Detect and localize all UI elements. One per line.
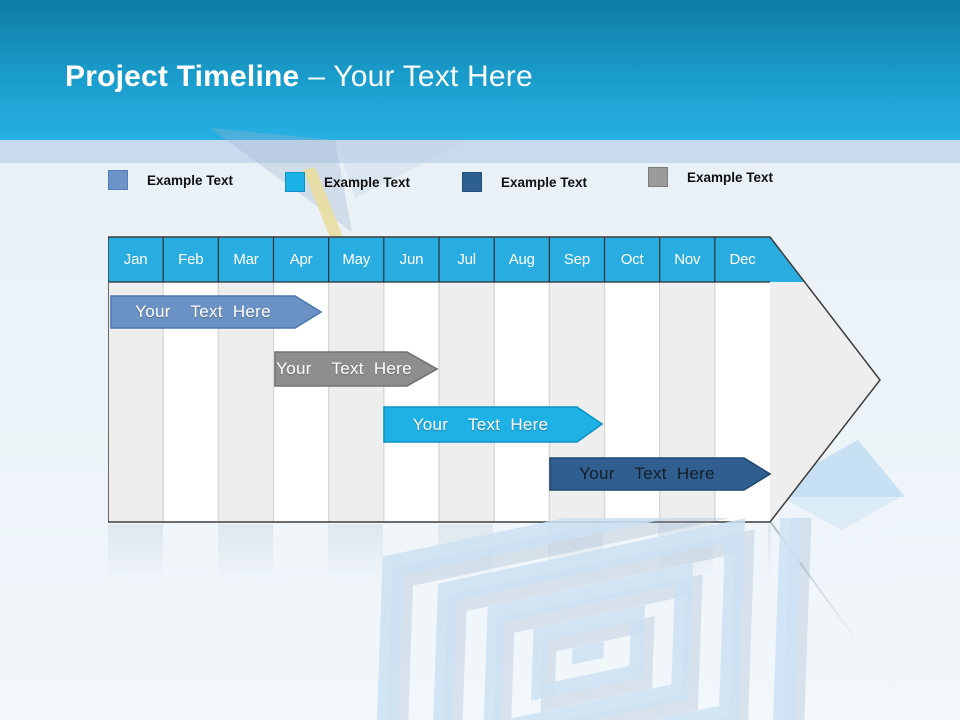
title-banner [0,0,960,140]
page-title-subtitle: – Your Text Here [308,60,533,93]
month-cell: Nov [674,251,701,268]
month-cell: Jul [457,251,476,268]
task-bar-1 [110,295,323,329]
month-cell: Apr [289,251,313,268]
month-cell: May [342,251,371,268]
page-title-main: Project Timeline [65,60,300,93]
legend-swatch-darkblue-icon [462,172,482,192]
timeline-reflection [108,524,771,582]
task-bar-label-2: Your Text Here [276,359,412,378]
legend-swatch-blue-icon [108,170,128,190]
legend-swatch-cyan-icon [285,172,305,192]
banner-underline-strip [0,140,960,163]
legend-item-2: Example Text [285,172,410,192]
timeline-chart [108,236,881,523]
month-cell: Sep [563,251,590,268]
month-cell: Mar [233,251,259,268]
legend-label: Example Text [147,172,234,188]
month-cell: Oct [620,251,644,268]
month-cell: Jun [399,251,424,268]
month-cell: Feb [178,251,204,268]
header-cell-separators [108,237,770,283]
month-cell: Dec [729,251,756,268]
month-header-row: Jan Feb Mar Apr May Jun Jul Aug Sep Oct … [108,237,770,282]
legend-swatch-gray-icon [648,167,668,187]
legend-item-3: Example Text [462,172,587,192]
timeline-outline [108,236,881,523]
task-bar-4 [549,457,772,491]
task-bar-label-3: Your Text Here [412,414,549,434]
month-cell: Aug [508,251,535,268]
task-bar-label-4: Your Text Here [579,464,715,483]
arrow-reflection-line [770,521,860,645]
legend-item-1: Example Text [108,170,233,190]
legend-label: Example Text [324,174,411,190]
month-cell: Jan [123,251,148,268]
task-bar-2 [274,351,439,387]
legend-label: Example Text [687,169,774,185]
task-bar-3 [383,406,604,443]
page-title: Project Timeline– Your Text Here [65,60,905,94]
task-bar-label-1: Your Text Here [135,302,271,321]
timeline-header-band [108,237,805,282]
legend-item-4: Example Text [648,167,773,187]
legend-label: Example Text [501,174,588,190]
